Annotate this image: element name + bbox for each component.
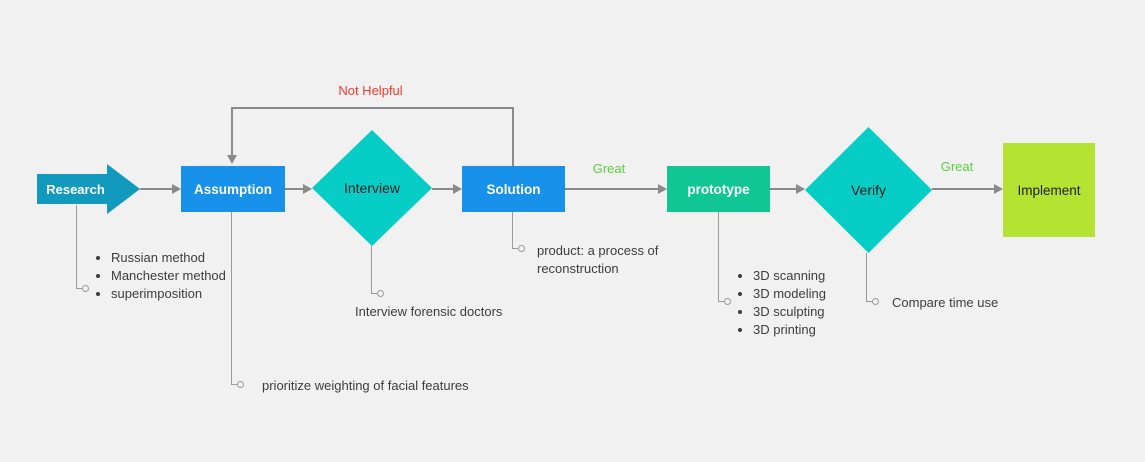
stem-interview bbox=[371, 246, 372, 294]
note-item: Russian method bbox=[111, 249, 226, 267]
node-prototype[interactable]: prototype bbox=[667, 166, 770, 212]
arrowhead-icon bbox=[453, 184, 462, 194]
edge-interview-solution bbox=[432, 188, 454, 190]
edge-research-assumption bbox=[140, 188, 174, 190]
edge-verify-implement bbox=[932, 188, 995, 190]
node-implement-label: Implement bbox=[1017, 182, 1081, 198]
stem-verify-elbow bbox=[866, 301, 872, 302]
node-research[interactable]: Research bbox=[37, 164, 140, 214]
stem-research-elbow bbox=[76, 288, 82, 289]
node-assumption-label: Assumption bbox=[193, 181, 272, 197]
stem-verify-dot-icon bbox=[872, 298, 879, 305]
edge-label-great-2: Great bbox=[940, 159, 974, 174]
note-verify: Compare time use bbox=[892, 295, 999, 310]
note-item: 3D sculpting bbox=[753, 303, 858, 321]
arrowhead-icon bbox=[658, 184, 667, 194]
arrowhead-icon bbox=[303, 184, 312, 194]
node-verify-label: Verify bbox=[850, 182, 886, 198]
stem-verify bbox=[866, 253, 867, 302]
node-prototype-label: prototype bbox=[687, 181, 750, 197]
stem-assumption-elbow bbox=[231, 384, 237, 385]
node-solution-label: Solution bbox=[486, 181, 541, 197]
stem-prototype-elbow bbox=[718, 301, 724, 302]
loop-arrowhead-icon bbox=[227, 155, 237, 164]
stem-solution-elbow bbox=[512, 248, 518, 249]
stem-prototype-dot-icon bbox=[724, 298, 731, 305]
note-item: superimposition bbox=[111, 285, 226, 303]
loop-line-top bbox=[231, 107, 514, 109]
stem-solution-dot-icon bbox=[518, 245, 525, 252]
loop-line-left bbox=[231, 107, 233, 155]
note-item: 3D scanning bbox=[753, 267, 858, 285]
note-item: 3D printing bbox=[753, 321, 858, 339]
stem-solution bbox=[512, 212, 513, 249]
arrowhead-icon bbox=[994, 184, 1003, 194]
stem-interview-dot-icon bbox=[377, 290, 384, 297]
loop-line-right bbox=[512, 107, 514, 166]
edge-assumption-interview bbox=[285, 188, 304, 190]
note-prototype-list: 3D scanning3D modeling3D sculpting3D pri… bbox=[738, 267, 858, 339]
note-research-list: Russian methodManchester methodsuperimpo… bbox=[96, 249, 226, 303]
node-solution[interactable]: Solution bbox=[462, 166, 565, 212]
node-assumption[interactable]: Assumption bbox=[181, 166, 285, 212]
node-research-label: Research bbox=[46, 181, 105, 197]
edge-solution-prototype bbox=[565, 188, 659, 190]
stem-research bbox=[76, 205, 77, 289]
note-research-methods: Russian methodManchester methodsuperimpo… bbox=[96, 249, 226, 303]
note-assumption: prioritize weighting of facial features bbox=[262, 378, 469, 393]
stem-interview-elbow bbox=[371, 293, 377, 294]
stem-prototype bbox=[718, 212, 719, 302]
note-item: Manchester method bbox=[111, 267, 226, 285]
stem-research-dot-icon bbox=[82, 285, 89, 292]
note-item: 3D modeling bbox=[753, 285, 858, 303]
edge-label-not-helpful: Not Helpful bbox=[338, 83, 403, 98]
node-implement[interactable]: Implement bbox=[1003, 143, 1095, 237]
node-interview-label: Interview bbox=[343, 180, 401, 196]
note-prototype-steps: 3D scanning3D modeling3D sculpting3D pri… bbox=[738, 267, 858, 339]
arrowhead-icon bbox=[172, 184, 181, 194]
stem-assumption-dot-icon bbox=[237, 381, 244, 388]
note-interview: Interview forensic doctors bbox=[355, 304, 503, 319]
node-interview[interactable]: Interview bbox=[312, 130, 432, 246]
edge-label-great-1: Great bbox=[592, 161, 626, 176]
stem-assumption bbox=[231, 212, 232, 385]
node-verify[interactable]: Verify bbox=[805, 127, 932, 253]
arrowhead-icon bbox=[796, 184, 805, 194]
edge-prototype-verify bbox=[770, 188, 797, 190]
note-solution: product: a process of reconstruction bbox=[537, 243, 659, 276]
